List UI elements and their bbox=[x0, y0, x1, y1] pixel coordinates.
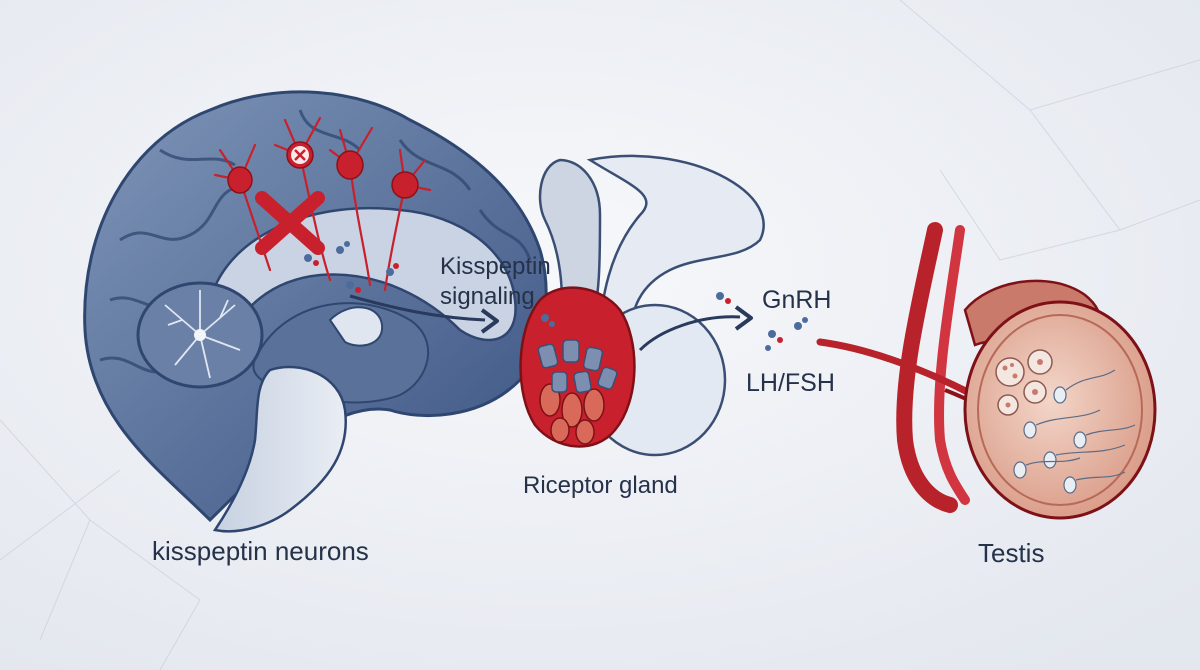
pituitary-gland bbox=[519, 154, 765, 457]
label-kisspeptin-signaling: Kisspeptin signaling bbox=[440, 252, 551, 312]
label-lh-fsh: LH/FSH bbox=[746, 369, 835, 397]
kisspeptin-molecules bbox=[304, 241, 399, 293]
brainstem bbox=[212, 365, 347, 533]
testis bbox=[816, 222, 1157, 520]
label-testis: Testis bbox=[978, 538, 1045, 568]
x-mark-icon bbox=[291, 146, 309, 164]
arrow-right-icon bbox=[638, 305, 753, 352]
receptor-blocks bbox=[537, 339, 618, 394]
cerebellum bbox=[136, 281, 264, 389]
tubule-cells bbox=[1002, 359, 1043, 408]
seminiferous-tubules bbox=[995, 349, 1053, 416]
label-kisspeptin-signaling-line1: Kisspeptin bbox=[440, 253, 551, 280]
label-kisspeptin-neurons: kisspeptin neurons bbox=[152, 536, 369, 566]
hormone-molecules bbox=[541, 292, 808, 351]
label-receptor-gland: Riceptor gland bbox=[523, 472, 678, 499]
brain bbox=[83, 90, 548, 533]
sperm-tails bbox=[1025, 369, 1136, 481]
sperm-cells bbox=[1013, 386, 1087, 494]
blocked-cross-icon bbox=[255, 191, 325, 255]
label-kisspeptin-signaling-line2: signaling bbox=[440, 283, 535, 310]
gland-cells bbox=[539, 383, 605, 445]
arrow-right-icon bbox=[349, 294, 499, 334]
label-gnrh: GnRH bbox=[762, 286, 832, 314]
